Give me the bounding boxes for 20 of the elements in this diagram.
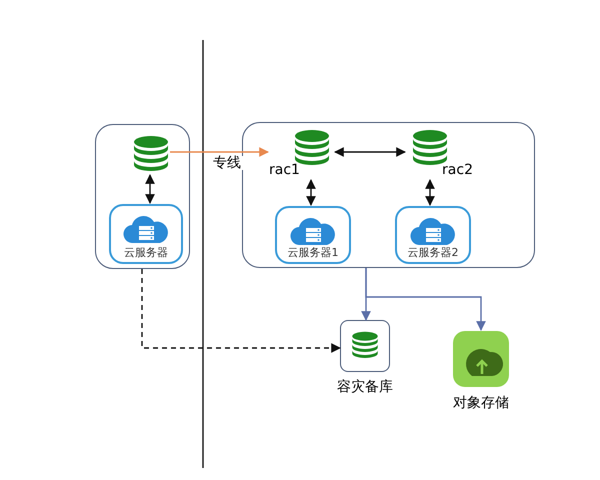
node-label: 云服务器2 [408,247,458,258]
arrow [306,179,316,206]
node-label: 云服务器 [124,247,168,258]
edge-label: 专线 [211,156,243,170]
arrow [425,179,435,206]
server-group-box [242,122,535,268]
node-label: rac1 [269,162,300,178]
cloud-server-box [395,206,471,264]
node-label: 对象存储 [453,396,509,410]
dashed-arrow [141,269,341,353]
node-label: 容灾备库 [337,380,393,394]
server-group-box [95,124,190,269]
cloud-server-box [275,206,351,264]
arrow [145,174,155,204]
node-label: 云服务器1 [288,247,338,258]
cloud-server-box [109,204,183,264]
node-label: rac2 [442,162,473,178]
arrow [334,147,406,157]
arrow [365,268,486,331]
arrow [170,147,269,157]
